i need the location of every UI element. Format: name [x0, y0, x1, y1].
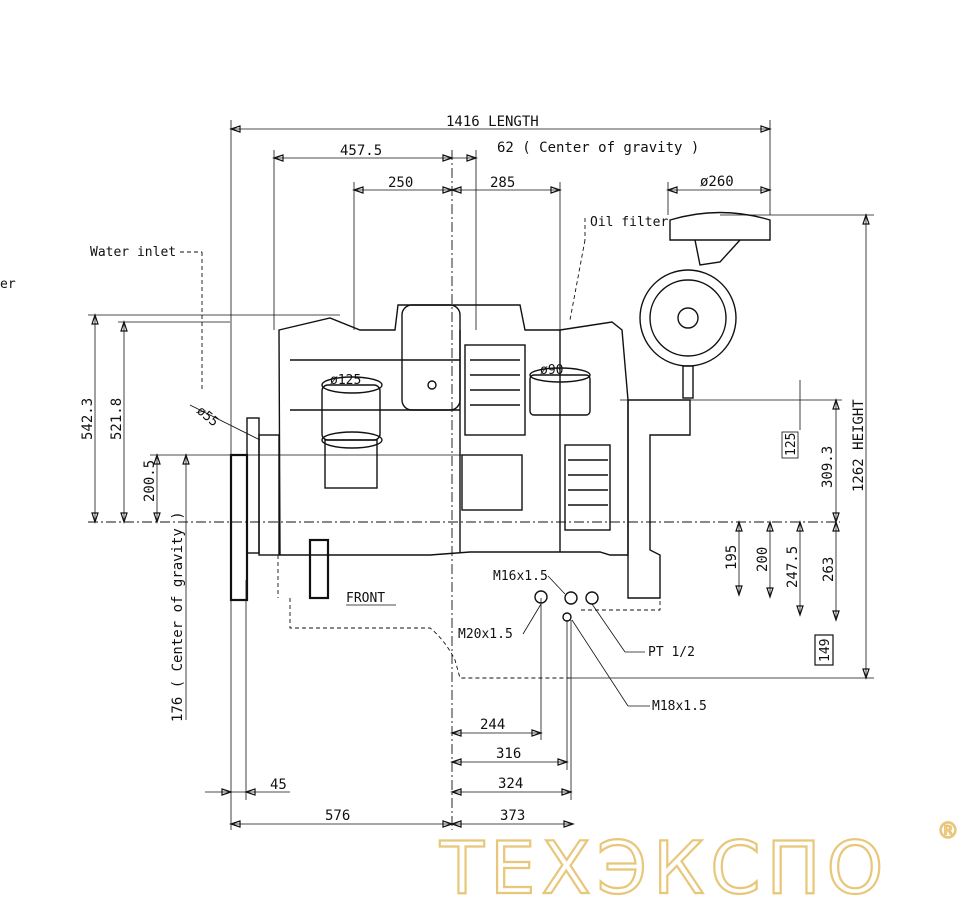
dim-316: 316	[450, 620, 569, 770]
port-m18: M18x1.5	[571, 619, 707, 714]
svg-text:Oil filter: Oil filter	[590, 215, 668, 230]
dim-309-3: 309.3	[620, 398, 842, 524]
svg-text:285: 285	[490, 175, 515, 191]
dim-247-5: 247.5	[785, 520, 804, 617]
svg-text:324: 324	[498, 776, 523, 792]
svg-text:309.3: 309.3	[820, 446, 836, 488]
svg-text:250: 250	[388, 175, 413, 191]
svg-text:200.5: 200.5	[142, 460, 158, 502]
port-m16: M16x1.5	[493, 569, 599, 622]
dim-576: 576	[229, 808, 454, 828]
svg-text:200: 200	[755, 547, 771, 572]
svg-text:457.5: 457.5	[340, 143, 382, 159]
edge-text: er	[0, 277, 16, 292]
svg-text:M18x1.5: M18x1.5	[652, 699, 707, 714]
water-inlet-label: Water inlet	[90, 245, 203, 390]
dim-285: 285	[450, 175, 562, 330]
dim-250: 250	[352, 175, 454, 330]
svg-text:45: 45	[270, 777, 287, 793]
svg-text:373: 373	[500, 808, 525, 824]
svg-text:149: 149	[818, 639, 833, 662]
dim-195: 195	[724, 520, 743, 597]
svg-text:521.8: 521.8	[109, 398, 125, 440]
svg-text:®: ®	[937, 819, 959, 844]
front-label: FRONT	[346, 591, 396, 606]
svg-text:M20x1.5: M20x1.5	[458, 627, 513, 642]
dim-200-5: 200.5	[142, 453, 161, 524]
svg-text:FRONT: FRONT	[346, 591, 385, 606]
svg-text:576: 576	[325, 808, 350, 824]
dim-324: 324	[450, 620, 573, 800]
dim-457-5: 457.5	[272, 143, 454, 330]
svg-text:1262 HEIGHT: 1262 HEIGHT	[851, 399, 867, 492]
svg-text:263: 263	[821, 557, 837, 582]
dim-521-8: 521.8	[109, 320, 230, 524]
dim-244: 244	[450, 598, 543, 740]
svg-text:PT 1/2: PT 1/2	[648, 645, 695, 660]
svg-text:247.5: 247.5	[785, 546, 801, 588]
watermark-logo: ТЕХЭКСПО ®	[438, 818, 960, 900]
svg-text:ø260: ø260	[700, 174, 734, 190]
phi125-label: ø125	[330, 373, 361, 388]
svg-text:195: 195	[724, 545, 740, 570]
dim-cg-vertical: 176 ( Center of gravity )	[150, 453, 520, 722]
svg-text:62 ( Center of gravity ): 62 ( Center of gravity )	[497, 140, 699, 156]
length-dimension: 1416 LENGTH	[229, 114, 772, 460]
dim-phi260: ø260	[666, 174, 772, 215]
svg-text:Water inlet: Water inlet	[90, 245, 176, 260]
dim-149: 149	[814, 634, 834, 666]
dim-125: 125	[781, 380, 801, 459]
phi55-label: ø55	[193, 404, 221, 431]
dim-373: 373	[450, 808, 575, 828]
oil-filter-label: Oil filter	[569, 215, 668, 321]
phi90-label: ø90	[540, 363, 563, 378]
dim-45: 45	[205, 580, 290, 830]
dim-1262-height: 1262 HEIGHT	[570, 213, 874, 680]
svg-text:M16x1.5: M16x1.5	[493, 569, 548, 584]
svg-text:1416 LENGTH: 1416 LENGTH	[446, 114, 539, 130]
svg-text:542.3: 542.3	[80, 398, 96, 440]
dim-cg-horizontal: 62 ( Center of gravity )	[452, 140, 699, 330]
svg-text:244: 244	[480, 717, 505, 733]
dim-542-3: 542.3	[80, 313, 340, 524]
dim-200: 200	[755, 520, 774, 599]
dim-263: 263	[821, 520, 840, 622]
svg-text:176 ( Center of gravity ): 176 ( Center of gravity )	[170, 511, 186, 722]
engine-outline	[229, 211, 771, 679]
svg-text:ТЕХЭКСПО: ТЕХЭКСПО	[439, 826, 889, 900]
port-pt12: PT 1/2	[591, 603, 695, 660]
port-m20: M20x1.5	[458, 603, 542, 642]
svg-text:316: 316	[496, 746, 521, 762]
svg-text:125: 125	[784, 433, 799, 456]
